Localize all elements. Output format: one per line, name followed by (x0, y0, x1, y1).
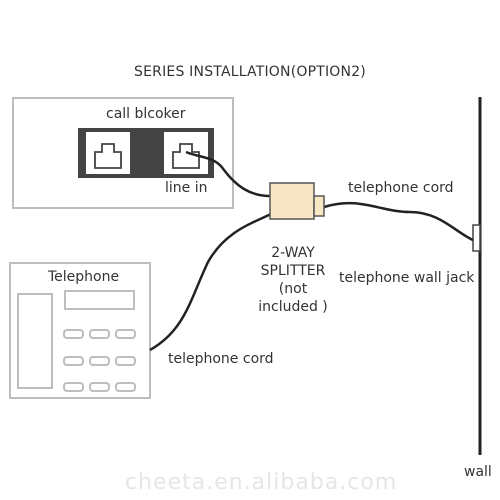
wall-jack (472, 224, 481, 252)
cord-blocker-to-splitter (185, 150, 271, 198)
telephone-label: Telephone (48, 269, 120, 285)
telephone-device (9, 262, 151, 399)
splitter-label-line1: 2-WAY (271, 245, 315, 261)
splitter-label-line3: (not included ) (258, 281, 328, 315)
cord-splitter-to-wall (323, 201, 474, 242)
wall-jack-label: telephone wall jack (339, 270, 475, 286)
splitter-label-line2: SPLITTER (260, 263, 326, 279)
splitter (269, 182, 325, 220)
call-blocker-label: call blcoker (106, 106, 186, 122)
splitter-label: 2-WAY SPLITTER (not included ) (248, 244, 338, 316)
watermark: cheeta.en.alibaba.com (125, 470, 398, 495)
line-in-label: line in (165, 180, 208, 196)
cord-bottom-label: telephone cord (168, 351, 274, 367)
phone-port-icon (86, 132, 130, 174)
keypad (63, 329, 136, 392)
cord-top-label: telephone cord (348, 180, 454, 196)
wall-label: wall (464, 464, 492, 480)
cord-splitter-to-telephone (149, 212, 272, 352)
diagram-title: SERIES INSTALLATION(OPTION2) (134, 64, 366, 80)
